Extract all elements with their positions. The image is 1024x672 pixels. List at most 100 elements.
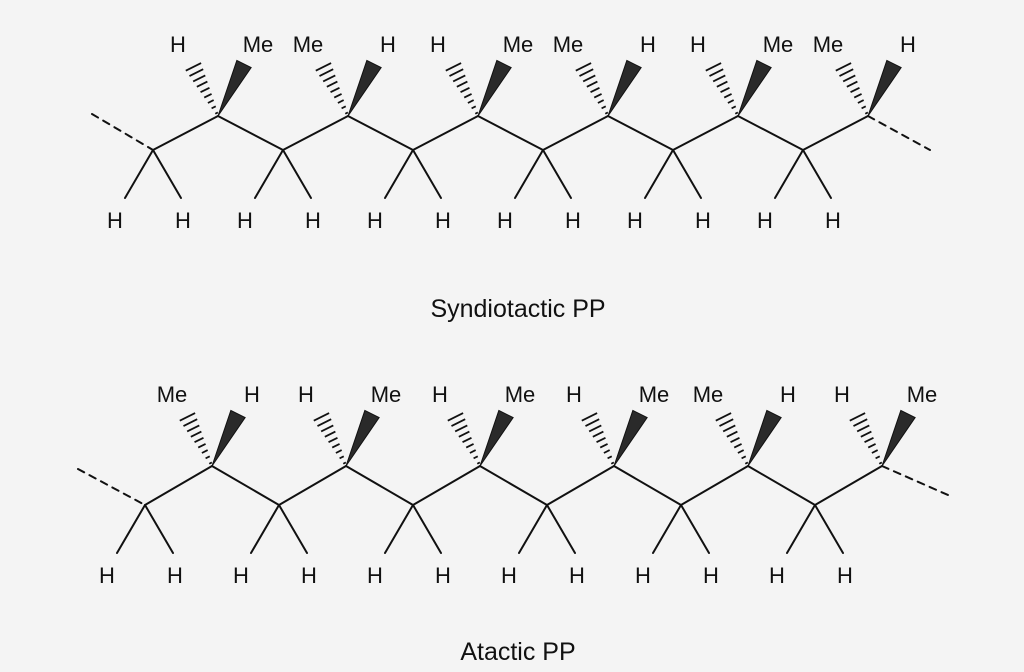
ch2-hydrogen-label: H <box>757 208 773 233</box>
substituent-label-front: Me <box>243 32 274 57</box>
hashed-bond <box>179 412 213 465</box>
substituent-label-back: H <box>690 32 706 57</box>
ch2-hydrogen-bond-left <box>384 149 414 199</box>
ch2-hydrogen-label: H <box>825 208 841 233</box>
ch2-hydrogen-bond-right <box>282 149 312 199</box>
ch2-hydrogen-label: H <box>167 563 183 588</box>
backbone-bond <box>345 465 414 506</box>
ch2-hydrogen-label: H <box>695 208 711 233</box>
ch2-hydrogen-bond-left <box>384 504 414 554</box>
backbone-bond <box>278 465 347 506</box>
backbone-bond <box>477 115 544 151</box>
ch2-hydrogen-label: H <box>635 563 651 588</box>
backbone-bond <box>479 465 548 506</box>
syndiotactic-caption: Syndiotactic PP <box>430 295 605 323</box>
wedge-bond <box>345 409 380 467</box>
wedge-bond <box>747 409 782 467</box>
ch2-hydrogen-bond-right <box>412 149 442 199</box>
ch2-hydrogen-label: H <box>569 563 585 588</box>
wedge-bond <box>347 59 382 117</box>
ch2-hydrogen-bond-left <box>254 149 284 199</box>
substituent-label-back: Me <box>693 382 724 407</box>
substituent-label-back: Me <box>293 32 324 57</box>
hashed-bond <box>313 412 347 465</box>
ch2-hydrogen-bond-left <box>124 149 154 199</box>
hashed-bond <box>715 412 749 465</box>
ch2-hydrogen-label: H <box>305 208 321 233</box>
chain-continuation-left <box>91 113 154 151</box>
backbone-bond <box>814 465 883 506</box>
hashed-bond <box>447 412 481 465</box>
substituent-label-front: H <box>640 32 656 57</box>
backbone-bond <box>613 465 682 506</box>
chain-continuation-right <box>881 465 949 496</box>
ch2-hydrogen-label: H <box>435 563 451 588</box>
wedge-bond <box>477 59 512 117</box>
hashed-bond <box>705 62 739 115</box>
ch2-hydrogen-label: H <box>627 208 643 233</box>
substituent-label-back: H <box>170 32 186 57</box>
ch2-hydrogen-label: H <box>435 208 451 233</box>
substituent-label-back: Me <box>157 382 188 407</box>
backbone-bond <box>546 465 615 506</box>
ch2-hydrogen-label: H <box>237 208 253 233</box>
ch2-hydrogen-bond-right <box>672 149 702 199</box>
substituent-label-front: H <box>380 32 396 57</box>
substituent-label-back: H <box>432 382 448 407</box>
hashed-bond <box>315 62 349 115</box>
ch2-hydrogen-label: H <box>565 208 581 233</box>
wedge-bond <box>613 409 648 467</box>
substituent-label-back: H <box>566 382 582 407</box>
substituent-label-front: Me <box>505 382 536 407</box>
wedge-bond <box>607 59 642 117</box>
substituent-label-back: Me <box>553 32 584 57</box>
wedge-bond <box>479 409 514 467</box>
hashed-bond <box>185 62 219 115</box>
substituent-label-back: H <box>298 382 314 407</box>
ch2-hydrogen-bond-right <box>802 149 832 199</box>
backbone-bond <box>152 115 219 151</box>
substituent-label-front: Me <box>371 382 402 407</box>
substituent-label-front: Me <box>503 32 534 57</box>
backbone-bond <box>144 465 213 506</box>
substituent-label-front: Me <box>763 32 794 57</box>
wedge-bond <box>881 409 916 467</box>
ch2-hydrogen-bond-right <box>680 504 710 554</box>
atactic-caption: Atactic PP <box>460 638 575 666</box>
ch2-hydrogen-label: H <box>107 208 123 233</box>
hashed-bond <box>849 412 883 465</box>
ch2-hydrogen-bond-left <box>250 504 280 554</box>
ch2-hydrogen-label: H <box>769 563 785 588</box>
backbone-bond <box>607 115 674 151</box>
ch2-hydrogen-label: H <box>367 208 383 233</box>
ch2-hydrogen-bond-right <box>412 504 442 554</box>
backbone-bond <box>737 115 804 151</box>
ch2-hydrogen-label: H <box>301 563 317 588</box>
hashed-bond <box>835 62 869 115</box>
ch2-hydrogen-label: H <box>497 208 513 233</box>
ch2-hydrogen-bond-right <box>144 504 174 554</box>
ch2-hydrogen-bond-left <box>518 504 548 554</box>
substituent-label-front: Me <box>639 382 670 407</box>
substituent-label-front: H <box>244 382 260 407</box>
backbone-bond <box>282 115 349 151</box>
wedge-bond <box>737 59 772 117</box>
ch2-hydrogen-label: H <box>837 563 853 588</box>
ch2-hydrogen-bond-left <box>116 504 146 554</box>
substituent-label-front: Me <box>907 382 938 407</box>
ch2-hydrogen-label: H <box>703 563 719 588</box>
backbone-bond <box>672 115 739 151</box>
ch2-hydrogen-bond-left <box>514 149 544 199</box>
ch2-hydrogen-bond-left <box>774 149 804 199</box>
wedge-bond <box>867 59 902 117</box>
hashed-bond <box>581 412 615 465</box>
ch2-hydrogen-label: H <box>233 563 249 588</box>
ch2-hydrogen-bond-left <box>652 504 682 554</box>
ch2-hydrogen-bond-right <box>542 149 572 199</box>
substituent-label-front: H <box>780 382 796 407</box>
substituent-label-back: Me <box>813 32 844 57</box>
wedge-bond <box>217 59 252 117</box>
